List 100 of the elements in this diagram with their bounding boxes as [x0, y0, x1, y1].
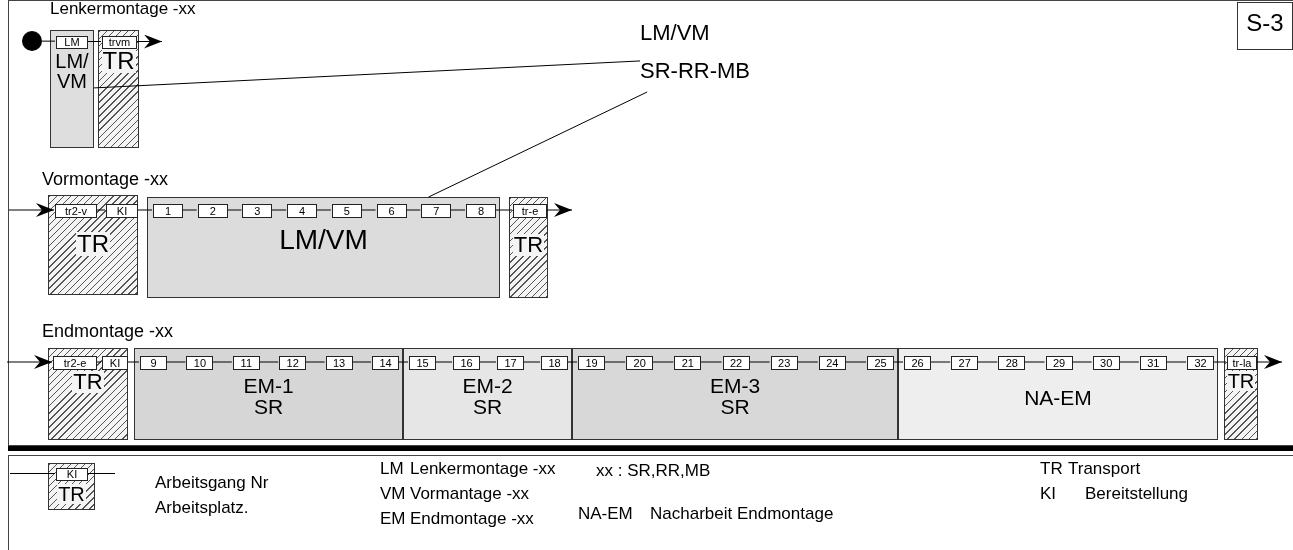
step-box — [102, 356, 128, 370]
step-label: 5 — [343, 205, 350, 217]
legend-text: xx : SR,RR,MB — [596, 462, 711, 479]
step-box — [513, 204, 547, 218]
transport-box — [1224, 348, 1258, 440]
step-box — [904, 356, 931, 370]
connector-line — [405, 209, 421, 211]
step-box — [197, 204, 228, 218]
legend-text: Lenkermontage -xx — [50, 0, 196, 17]
leader-line — [428, 91, 648, 198]
legend-text: Vormontage -xx — [42, 170, 169, 188]
leader-line — [93, 60, 641, 89]
transport-box — [48, 348, 128, 440]
box-label: TR — [57, 484, 86, 504]
step-box — [140, 356, 167, 370]
step-box — [106, 204, 138, 218]
box-label: TR — [101, 49, 136, 73]
step-box — [279, 356, 307, 370]
connector-line — [9, 473, 56, 474]
step-label: 20 — [633, 357, 646, 369]
step-box — [409, 356, 436, 370]
connector-line — [95, 209, 106, 211]
step-label: 25 — [874, 357, 887, 369]
box-label: TR — [72, 371, 104, 393]
legend-text: Endmontage -xx — [42, 322, 174, 340]
legend-text: Arbeitsplatz. — [155, 499, 249, 516]
connector-line — [126, 361, 140, 363]
connector-line — [181, 209, 198, 211]
box-label: EM-3 — [709, 375, 761, 396]
step-label: 14 — [379, 357, 392, 369]
step-box — [1139, 356, 1167, 370]
step-label: KI — [109, 357, 121, 369]
step-box — [376, 204, 407, 218]
connector-line — [1023, 361, 1045, 363]
step-label: KI — [116, 205, 128, 217]
step-box — [1092, 356, 1120, 370]
step-label: 27 — [958, 357, 971, 369]
connector-line — [258, 361, 279, 363]
flow-arrow — [1255, 355, 1283, 369]
step-box — [770, 356, 798, 370]
box-label: LM/VM — [279, 226, 368, 254]
step-label: 28 — [1005, 357, 1018, 369]
connector-line — [699, 361, 722, 363]
step-box — [578, 356, 605, 370]
box-label: EM-2 — [462, 375, 513, 396]
connector-line — [211, 361, 233, 363]
step-box — [453, 356, 480, 370]
step-box — [102, 36, 137, 49]
step-label: 30 — [1100, 357, 1113, 369]
step-label: 32 — [1194, 357, 1207, 369]
step-box — [53, 356, 97, 370]
step-box — [186, 356, 214, 370]
step-label: 12 — [286, 357, 299, 369]
connector-line — [1165, 361, 1187, 363]
step-label: 11 — [240, 357, 252, 369]
step-label: LM — [64, 37, 80, 48]
step-label: 16 — [460, 357, 473, 369]
connector-line — [844, 361, 867, 363]
step-box — [998, 356, 1026, 370]
step-box — [674, 356, 702, 370]
step-label: 24 — [826, 357, 839, 369]
connector-line — [86, 41, 102, 42]
flow-arrow — [8, 203, 55, 217]
work-area-box — [134, 348, 403, 440]
connector-line — [360, 209, 377, 211]
step-label: 18 — [548, 357, 561, 369]
work-area-box — [147, 197, 500, 298]
transport-box — [48, 463, 95, 510]
transport-box — [98, 30, 139, 148]
step-label: 29 — [1052, 357, 1066, 369]
connector-line — [651, 361, 674, 363]
box-label: SR — [472, 396, 503, 417]
step-box — [56, 36, 88, 49]
connector-line — [494, 209, 513, 211]
flow-arrow — [135, 34, 163, 49]
step-label: 4 — [299, 205, 306, 217]
box-label: TR — [1226, 371, 1256, 391]
legend-text: LM — [380, 460, 404, 477]
step-box — [372, 356, 399, 370]
step-box — [466, 204, 496, 218]
work-area-box — [572, 348, 898, 440]
step-label: tr-la — [1232, 357, 1252, 369]
connector-line — [566, 361, 578, 363]
step-box — [331, 204, 362, 218]
step-label: 9 — [150, 357, 157, 369]
step-label: 7 — [433, 205, 440, 217]
connector-line — [892, 361, 904, 363]
connector-line — [315, 209, 332, 211]
transport-box — [48, 195, 138, 295]
box-label: LM/VM — [54, 51, 90, 91]
connector-line — [1118, 361, 1140, 363]
flow-arrow — [6, 355, 53, 369]
step-label: 22 — [729, 357, 743, 369]
step-label: tr2-v — [65, 205, 87, 217]
box-label: TR — [512, 234, 545, 256]
step-box — [287, 204, 318, 218]
connector-line — [478, 361, 497, 363]
step-box — [421, 204, 452, 218]
step-box — [325, 356, 353, 370]
step-label: tr-e — [521, 205, 539, 217]
